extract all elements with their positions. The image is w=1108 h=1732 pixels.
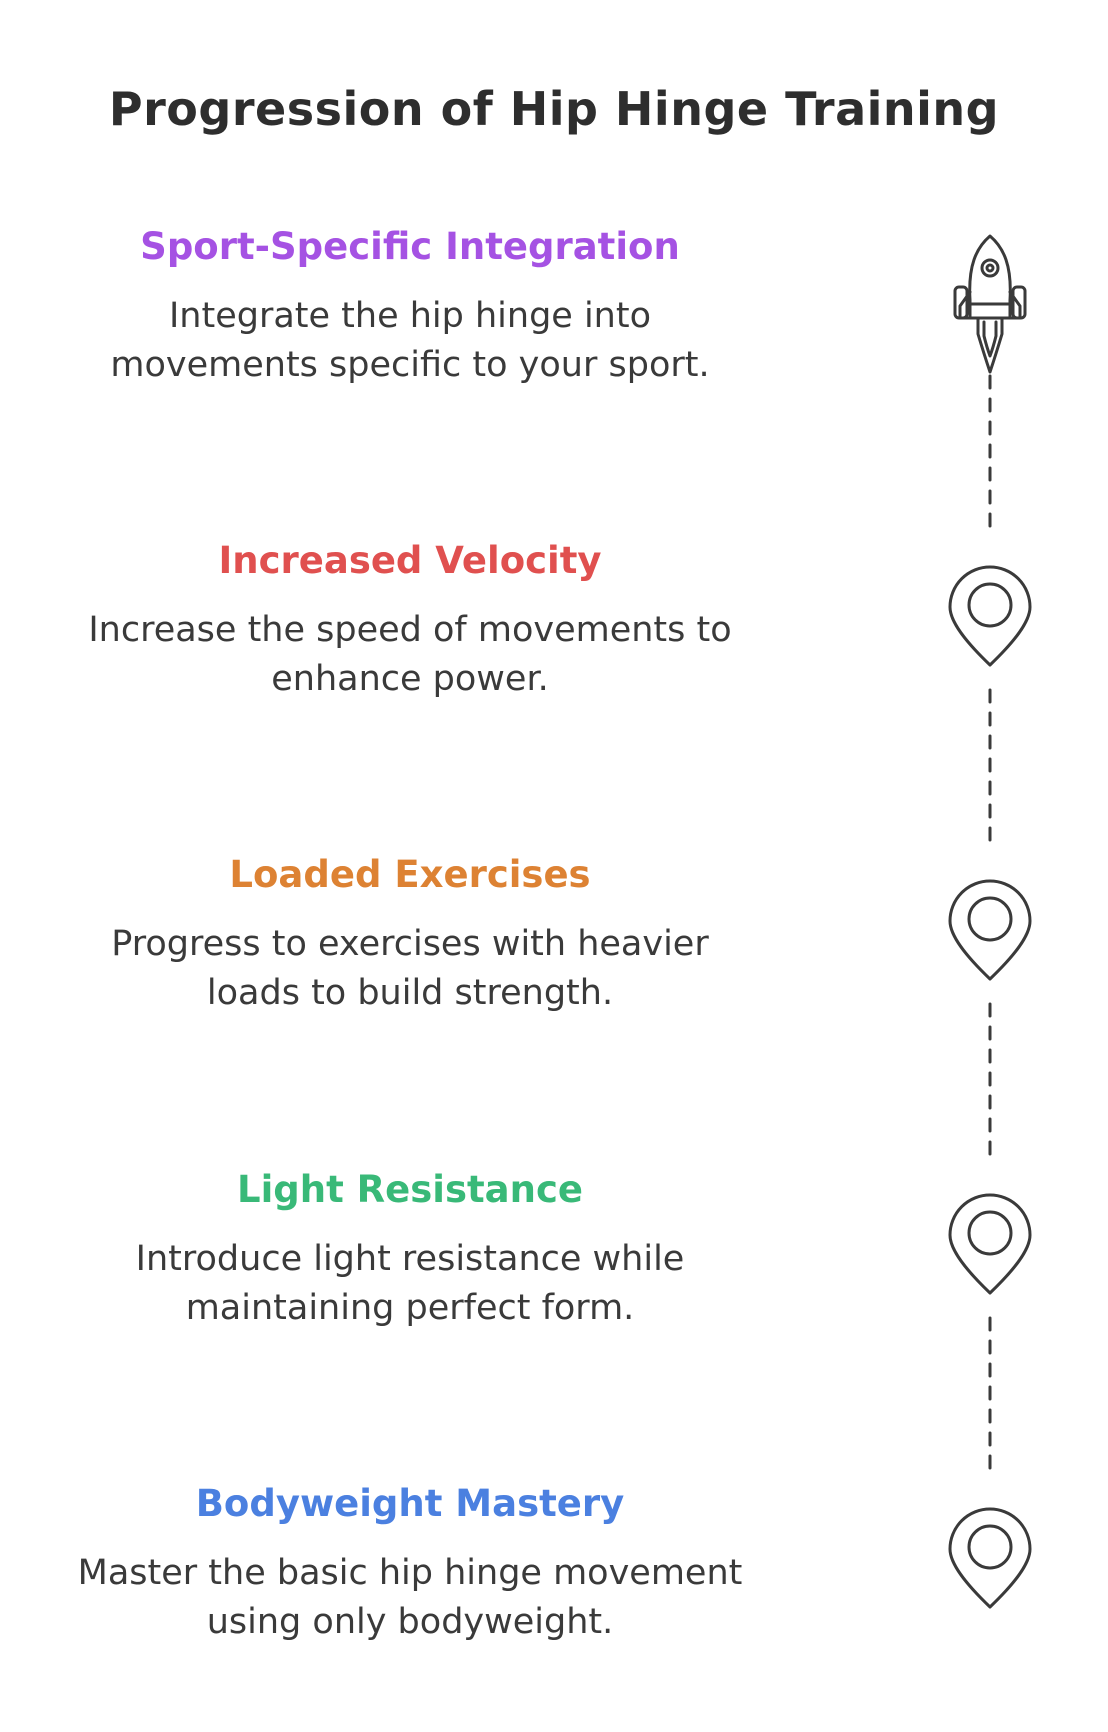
stage-loaded-exercises: Loaded Exercises Progress to exercises w… [30, 851, 790, 1018]
stage-title: Light Resistance [237, 1168, 583, 1211]
stage-bodyweight-mastery: Bodyweight Mastery Master the basic hip … [30, 1480, 790, 1647]
stage-title: Increased Velocity [218, 539, 602, 582]
page-title: Progression of Hip Hinge Training [108, 82, 1000, 136]
stage-title: Bodyweight Mastery [195, 1482, 625, 1525]
map-pin-icon [948, 1193, 1032, 1295]
stage-description: Integrate the hip hinge into movements s… [110, 296, 710, 385]
map-pin-icon [948, 565, 1032, 667]
stage-title: Sport-Specific Integration [140, 225, 680, 268]
stage-description: Master the basic hip hinge movement usin… [77, 1553, 743, 1642]
stage-title: Loaded Exercises [229, 853, 591, 896]
stage-increased-velocity: Increased Velocity Increase the speed of… [30, 537, 790, 704]
map-pin-icon [948, 1507, 1032, 1609]
stage-light-resistance: Light Resistance Introduce light resista… [30, 1166, 790, 1333]
map-pin-icon [948, 879, 1032, 981]
rocket-icon [953, 234, 1027, 374]
stage-description: Increase the speed of movements to enhan… [88, 610, 732, 699]
stage-sport-specific-integration: Sport-Specific Integration Integrate the… [30, 223, 790, 390]
stage-description: Introduce light resistance while maintai… [135, 1239, 685, 1328]
stage-description: Progress to exercises with heavier loads… [111, 924, 709, 1013]
